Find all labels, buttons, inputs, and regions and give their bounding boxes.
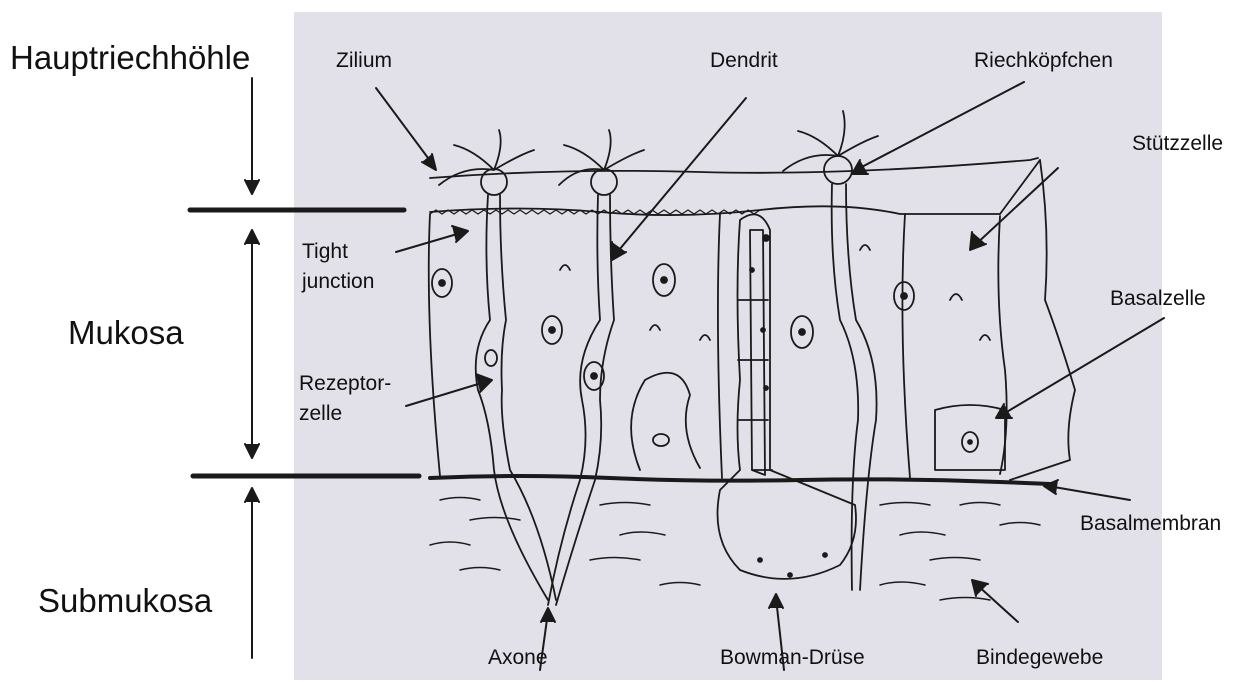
label-bindegewebe: Bindegewebe xyxy=(976,646,1103,669)
label-riechkoepfchen: Riechköpfchen xyxy=(974,49,1113,72)
label-axone: Axone xyxy=(488,646,548,669)
label-basalzelle: Basalzelle xyxy=(1110,287,1206,310)
layer-label-mukosa: Mukosa xyxy=(68,315,184,351)
label-tight-junction-line2: junction xyxy=(302,270,374,293)
label-rezeptorzelle-line2: zelle xyxy=(299,402,342,425)
label-basalmembran: Basalmembran xyxy=(1080,512,1221,535)
label-bowman-druese: Bowman-Drüse xyxy=(720,646,865,669)
label-zilium: Zilium xyxy=(336,49,392,72)
label-rezeptorzelle-line1: Rezeptor- xyxy=(299,372,391,395)
layer-label-hauptriechhoehle: Hauptriechhöhle xyxy=(10,40,250,76)
label-tight-junction-line1: Tight xyxy=(302,240,348,263)
label-dendrit: Dendrit xyxy=(710,49,778,72)
layer-label-submukosa: Submukosa xyxy=(38,583,212,619)
label-stuetzzelle: Stützzelle xyxy=(1132,132,1223,155)
drawing-panel xyxy=(294,12,1162,680)
